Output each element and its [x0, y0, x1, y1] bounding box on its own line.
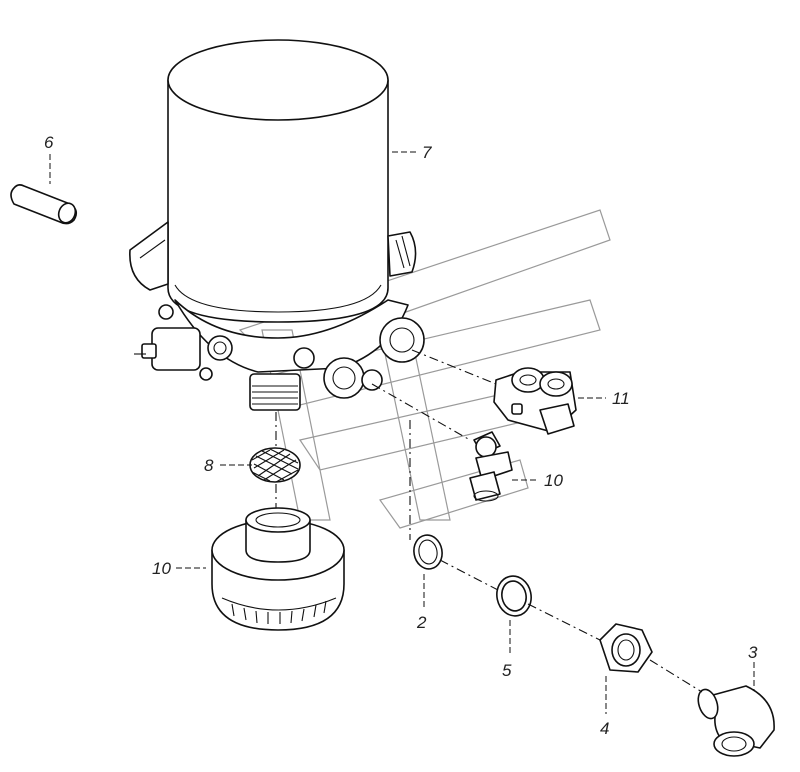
callout-4: 4	[600, 719, 609, 738]
leader-lines	[49, 151, 755, 714]
callout-2: 2	[416, 613, 427, 632]
callout-10-elbow: 10	[544, 471, 563, 490]
dryer-housing	[129, 221, 425, 411]
callout-5: 5	[502, 661, 512, 680]
cartridge-part-7	[167, 39, 389, 323]
pin-part-6	[10, 184, 78, 225]
callout-10-silencer: 10	[152, 559, 171, 578]
assembly-axes	[275, 349, 703, 693]
o-ring-part-2	[413, 534, 443, 570]
double-fitting-part-11	[493, 367, 577, 435]
callout-6: 6	[44, 133, 54, 152]
elbow-part-3	[697, 685, 775, 757]
hex-nut-part-4	[599, 623, 653, 673]
mesh-filter-part-8	[249, 447, 301, 483]
washer-part-5	[496, 575, 532, 617]
callout-3: 3	[748, 643, 758, 662]
silencer-part-10	[211, 507, 345, 631]
elbow-fitting-part-10	[469, 431, 513, 502]
callout-labels: 6 7 8 10 10 11 2 5 4 3	[44, 133, 758, 738]
callout-11: 11	[612, 389, 630, 408]
callout-8: 8	[204, 456, 214, 475]
callout-7: 7	[422, 143, 432, 162]
